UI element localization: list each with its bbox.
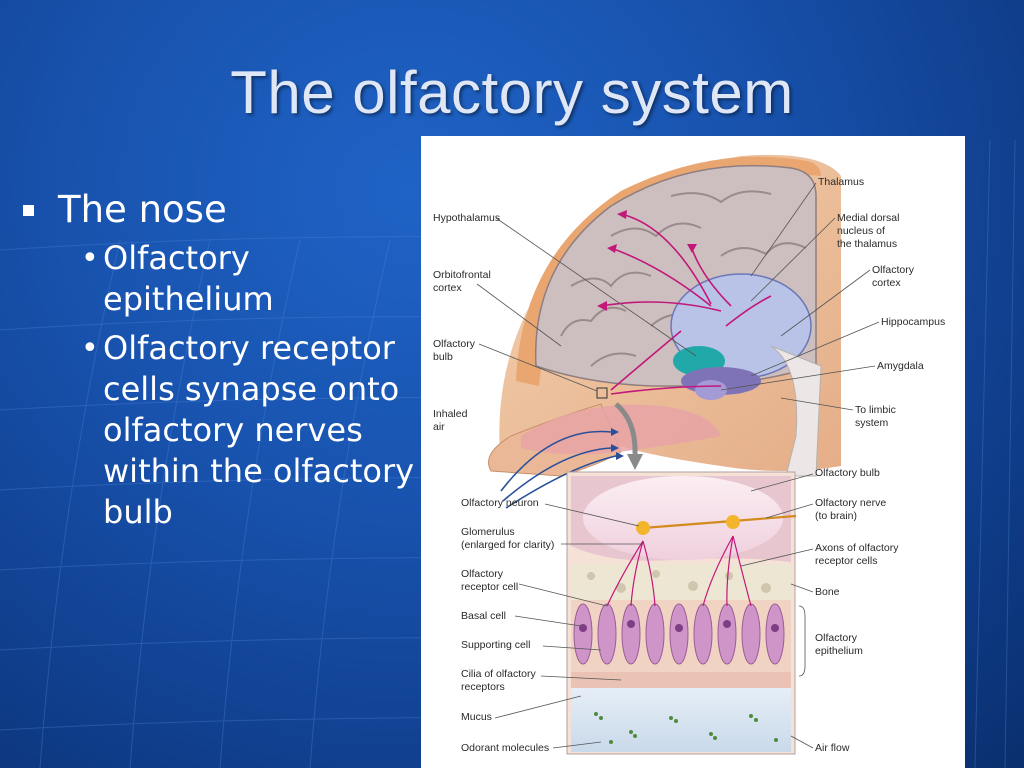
label-olfactory-epithelium: Olfactory epithelium — [815, 632, 863, 657]
slide-title: The olfactory system — [230, 59, 794, 126]
label-olfactory-bulb-upper: Olfactory bulb — [433, 338, 476, 363]
label-glomerulus: Glomerulus (enlarged for clarity) — [461, 526, 555, 551]
sub-bullet-text: Olfactory epithelium — [103, 239, 274, 318]
label-to-limbic-system: To limbic system — [855, 404, 896, 429]
bullet-list: The nose • Olfactory epithelium • Olfact… — [18, 186, 418, 541]
label-bone: Bone — [815, 586, 840, 598]
label-thalamus: Thalamus — [818, 176, 865, 188]
round-bullet-icon: • — [81, 241, 99, 276]
skull — [516, 156, 821, 386]
receptor-axons — [606, 535, 752, 607]
label-orbitofrontal-cortex: Orbitofrontal cortex — [433, 269, 491, 294]
label-hypothalamus: Hypothalamus — [433, 212, 501, 224]
sub-bullet-item: • Olfactory receptor cells synapse onto … — [18, 328, 418, 533]
label-air-flow: Air flow — [815, 742, 850, 754]
label-amygdala: Amygdala — [877, 360, 924, 372]
square-bullet-icon — [23, 205, 34, 216]
label-hippocampus: Hippocampus — [881, 316, 946, 328]
bullet-text: The nose — [58, 188, 227, 231]
sub-bullet-item: • Olfactory epithelium — [18, 238, 418, 320]
label-axons: Axons of olfactory receptor cells — [815, 542, 899, 567]
label-olfactory-neuron: Olfactory neuron — [461, 497, 539, 509]
olfactory-figure: Thalamus Hypothalamus Medial dorsal nucl… — [421, 136, 965, 768]
label-olfactory-bulb-lower: Olfactory bulb — [815, 467, 880, 479]
label-odorant-molecules: Odorant molecules — [461, 742, 550, 754]
label-olfactory-cortex: Olfactory cortex — [872, 264, 915, 289]
olfactory-bulb-marker — [596, 387, 608, 399]
zoom-arrow — [614, 402, 638, 455]
nasal-cavity — [521, 404, 721, 455]
amygdala-region — [695, 380, 727, 400]
epithelium-panel — [566, 471, 797, 755]
label-receptor-cell: Olfactory receptor cell — [461, 568, 519, 593]
label-medial-dorsal-nucleus: Medial dorsal nucleus of the thalamus — [837, 212, 900, 250]
inhaled-air-arrows — [500, 430, 617, 509]
bullet-item: The nose — [18, 186, 418, 234]
sub-bullet-text: Olfactory receptor cells synapse onto ol… — [103, 329, 415, 531]
odorant-molecules — [594, 712, 778, 744]
epithelium-cells — [571, 600, 791, 672]
label-supporting-cell: Supporting cell — [461, 639, 531, 651]
label-olfactory-nerve: Olfactory nerve (to brain) — [815, 497, 887, 522]
label-cilia: Cilia of olfactory receptors — [461, 668, 536, 693]
label-mucus: Mucus — [461, 711, 492, 723]
round-bullet-icon: • — [81, 331, 99, 366]
label-basal-cell: Basal cell — [461, 610, 506, 622]
label-inhaled-air: Inhaled air — [433, 408, 468, 433]
